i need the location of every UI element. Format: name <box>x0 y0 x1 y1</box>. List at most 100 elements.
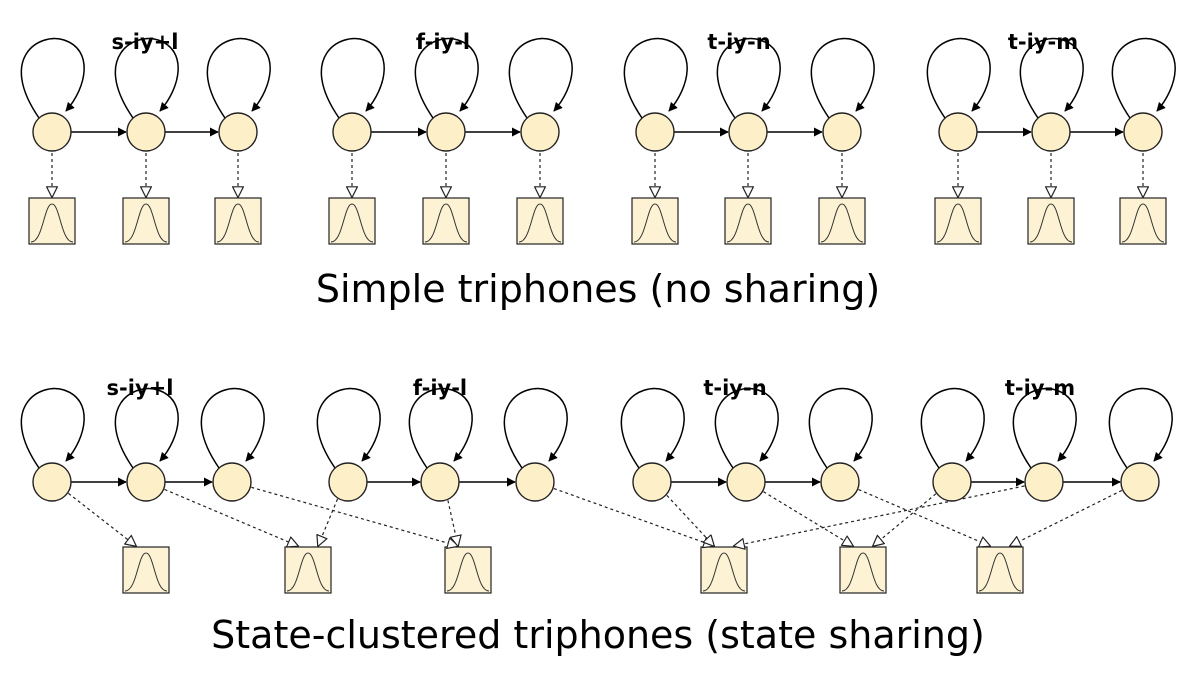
bottom-model-label: t-iy-n <box>703 376 766 400</box>
bottom-model-label: t-iy-m <box>1005 376 1075 400</box>
hmm-state <box>726 462 766 502</box>
self-loop-arrow <box>503 387 568 469</box>
self-loop-arrow <box>508 37 573 119</box>
hmm-state <box>426 112 466 152</box>
gaussian-box <box>328 197 376 245</box>
hmm-state <box>1024 462 1064 502</box>
hmm-state <box>126 112 166 152</box>
hmm-state <box>820 462 860 502</box>
hmm-state <box>632 462 672 502</box>
gaussian-box <box>724 197 772 245</box>
hmm-state <box>332 112 372 152</box>
self-loop-arrow <box>920 387 985 469</box>
emission-arrow <box>553 487 714 546</box>
self-loop-arrow <box>200 387 265 469</box>
gaussian-box <box>444 546 492 594</box>
self-loop-arrow <box>320 37 385 119</box>
self-loop-arrow <box>808 387 873 469</box>
gaussian-box <box>631 197 679 245</box>
hmm-state <box>515 462 555 502</box>
hmm-state <box>1123 112 1163 152</box>
gaussian-curve <box>726 203 770 243</box>
gaussian-curve <box>820 203 864 243</box>
self-loop-arrow <box>408 387 473 469</box>
hmm-state <box>938 112 978 152</box>
hmm-state <box>126 462 166 502</box>
hmm-state <box>728 112 768 152</box>
self-loop-arrow <box>1012 387 1077 469</box>
gaussian-box <box>284 546 332 594</box>
gaussian-curve <box>216 203 260 243</box>
self-loop-arrow <box>114 387 179 469</box>
hmm-state <box>32 112 72 152</box>
gaussian-curve <box>702 552 746 592</box>
emission-arrow <box>318 498 339 546</box>
gaussian-box <box>516 197 564 245</box>
gaussian-curve <box>518 203 562 243</box>
hmm-state <box>328 462 368 502</box>
hmm-state <box>822 112 862 152</box>
self-loop-arrow <box>20 37 85 119</box>
gaussian-curve <box>124 203 168 243</box>
gaussian-box <box>818 197 866 245</box>
self-loop-arrow <box>114 37 179 119</box>
self-loop-arrow <box>20 387 85 469</box>
self-loop-arrow <box>716 37 781 119</box>
gaussian-box <box>214 197 262 245</box>
emission-arrow <box>666 494 714 546</box>
self-loop-arrow <box>316 387 381 469</box>
gaussian-curve <box>978 552 1022 592</box>
self-loop-arrow <box>926 37 991 119</box>
gaussian-curve <box>330 203 374 243</box>
gaussian-box <box>700 546 748 594</box>
hmm-state <box>420 462 460 502</box>
self-loop-arrow <box>810 37 875 119</box>
self-loop-arrow <box>714 387 779 469</box>
self-loop-arrow <box>414 37 479 119</box>
hmm-state <box>1031 112 1071 152</box>
gaussian-box <box>1027 197 1075 245</box>
bottom-model-label: s-iy+l <box>107 376 174 400</box>
hmm-state <box>635 112 675 152</box>
gaussian-box <box>1119 197 1167 245</box>
self-loop-arrow <box>623 37 688 119</box>
gaussian-box <box>122 197 170 245</box>
emission-arrow <box>447 500 458 546</box>
gaussian-curve <box>424 203 468 243</box>
self-loop-arrow <box>1111 37 1176 119</box>
gaussian-curve <box>446 552 490 592</box>
gaussian-box <box>122 546 170 594</box>
emission-arrow <box>164 488 298 546</box>
gaussian-curve <box>124 552 168 592</box>
emission-arrow <box>68 492 136 546</box>
top-model-label: t-iy-n <box>707 30 770 54</box>
top-model-label: s-iy+l <box>112 30 179 54</box>
gaussian-curve <box>841 552 885 592</box>
gaussian-curve <box>1121 203 1165 243</box>
top-caption: Simple triphones (no sharing) <box>316 267 880 311</box>
gaussian-curve <box>1029 203 1073 243</box>
top-model-label: f-iy-l <box>416 30 470 54</box>
gaussian-curve <box>936 203 980 243</box>
hmm-state <box>932 462 972 502</box>
hmm-state <box>520 112 560 152</box>
hmm-state <box>32 462 72 502</box>
emission-arrow <box>1010 489 1123 546</box>
gaussian-box <box>28 197 76 245</box>
emission-arrow <box>858 488 990 546</box>
gaussian-box <box>934 197 982 245</box>
self-loop-arrow <box>1108 387 1173 469</box>
emission-arrow <box>734 485 1025 546</box>
gaussian-box <box>839 546 887 594</box>
gaussian-box <box>422 197 470 245</box>
hmm-state <box>212 462 252 502</box>
self-loop-arrow <box>620 387 685 469</box>
bottom-caption: State-clustered triphones (state sharing… <box>211 613 985 657</box>
hmm-state <box>218 112 258 152</box>
gaussian-box <box>976 546 1024 594</box>
emission-arrow <box>873 493 937 546</box>
self-loop-arrow <box>206 37 271 119</box>
gaussian-curve <box>286 552 330 592</box>
